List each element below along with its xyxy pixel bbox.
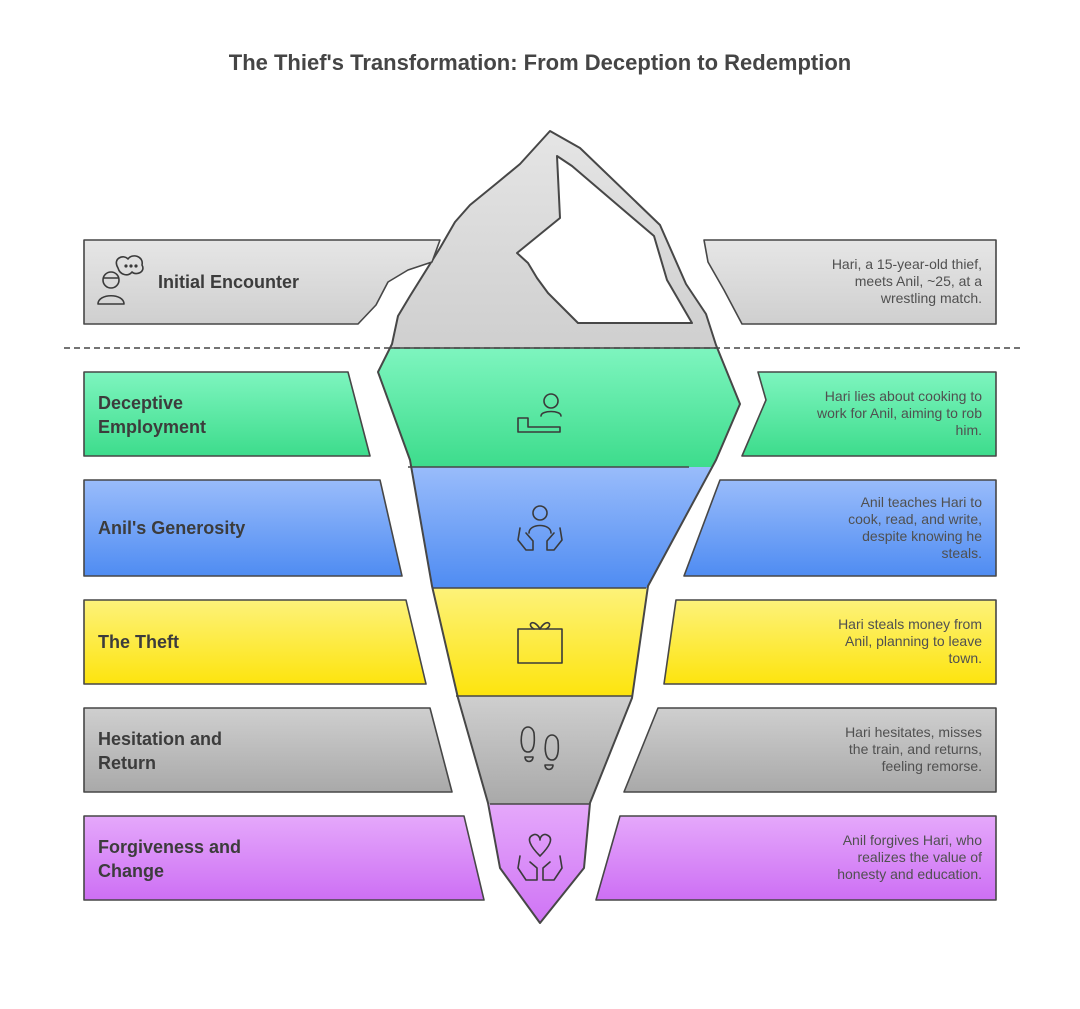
page-title: The Thief's Transformation: From Decepti… bbox=[228, 50, 852, 75]
stage-label-theft: The Theft bbox=[98, 632, 179, 652]
stage-desc-theft: Hari steals money from Anil, planning to… bbox=[838, 616, 982, 666]
stage-desc-hesitation: Hari hesitates, misses the train, and re… bbox=[845, 724, 982, 774]
iceberg-band-green bbox=[378, 348, 740, 467]
stage-desc-generosity: Anil teaches Hari to cook, read, and wri… bbox=[848, 494, 982, 561]
right-band-forgiveness bbox=[595, 815, 997, 901]
heart-hands-icon bbox=[517, 833, 563, 881]
stage-desc-deceptive: Hari lies about cooking to work for Anil… bbox=[817, 388, 982, 438]
right-band-deceptive bbox=[741, 371, 997, 457]
iceberg-outline bbox=[377, 130, 741, 924]
iceberg-snowcap bbox=[516, 155, 693, 324]
waiter-serving-icon bbox=[517, 393, 562, 433]
right-band-generosity bbox=[683, 479, 997, 577]
left-band-forgiveness bbox=[83, 815, 485, 901]
stage-label-deceptive: Deceptive Employment bbox=[98, 393, 207, 437]
left-band-generosity bbox=[83, 479, 403, 577]
stage-label-initial: Initial Encounter bbox=[158, 272, 300, 292]
left-band-hesitation bbox=[83, 707, 453, 793]
right-band-initial bbox=[703, 239, 997, 325]
stage-label-forgiveness: Forgiveness and Change bbox=[98, 837, 242, 881]
left-band-deceptive bbox=[83, 371, 371, 457]
gift-box-icon bbox=[517, 621, 563, 664]
right-band-theft bbox=[663, 599, 997, 685]
stage-desc-initial: Hari, a 15-year-old thief, meets Anil, ~… bbox=[831, 256, 982, 306]
stage-label-hesitation: Hesitation and Return bbox=[98, 729, 223, 773]
footprints-icon bbox=[520, 726, 560, 771]
stage-label-generosity: Anil's Generosity bbox=[98, 518, 246, 538]
left-band-initial bbox=[83, 239, 441, 325]
right-band-hesitation bbox=[623, 707, 997, 793]
thinking-person-icon bbox=[97, 255, 144, 305]
stage-desc-forgiveness: Anil forgives Hari, who realizes the val… bbox=[837, 832, 982, 882]
left-band-theft bbox=[83, 599, 427, 685]
open-hands-person-icon bbox=[517, 505, 563, 551]
